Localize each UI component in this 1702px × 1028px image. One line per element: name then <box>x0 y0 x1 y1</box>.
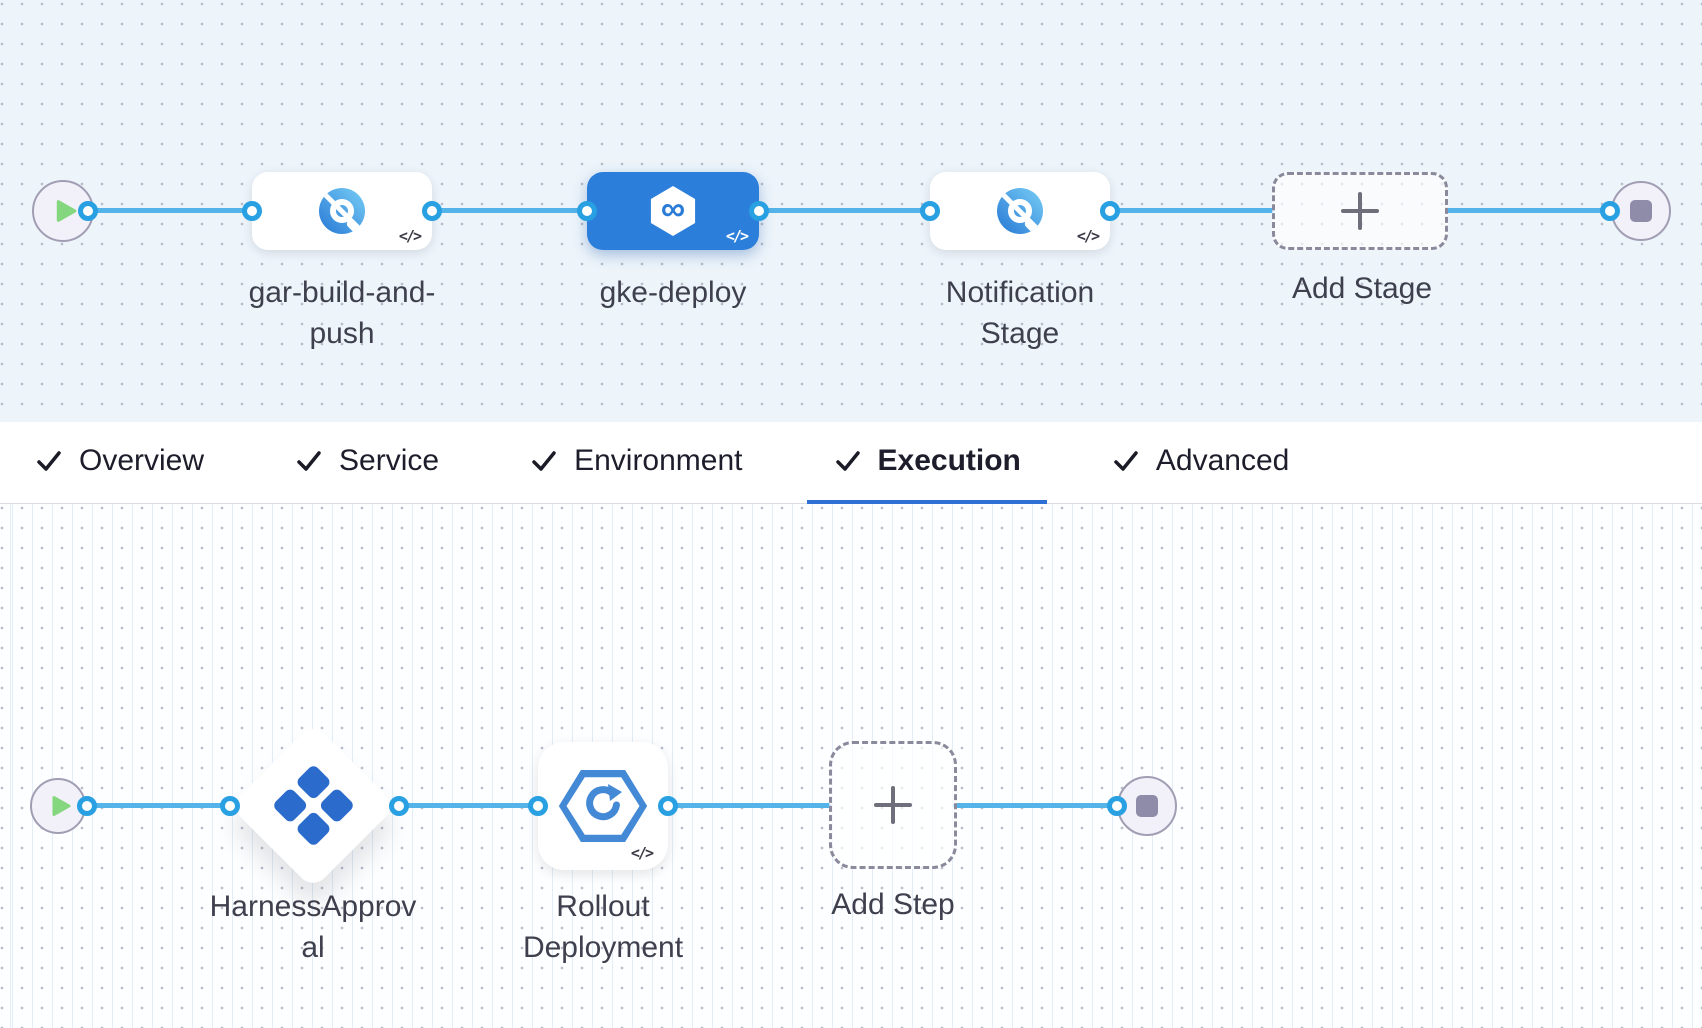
circular-arrow-icon <box>586 784 622 821</box>
connector-port[interactable] <box>920 201 940 221</box>
execution-canvas[interactable]: </> HarnessApproval Rollout Deployment A… <box>0 504 1702 1028</box>
stage-label: Notification Stage <box>945 276 1095 350</box>
connector-port[interactable] <box>658 796 678 816</box>
yaml-code-icon: </> <box>1076 227 1100 245</box>
stage-label: gke-deploy <box>599 276 747 309</box>
connector-port[interactable] <box>220 796 240 816</box>
connector-port[interactable] <box>389 796 409 816</box>
tab-execution[interactable]: Execution <box>806 422 1047 504</box>
tab-overview[interactable]: Overview <box>8 422 230 504</box>
yaml-code-icon: </> <box>398 227 422 245</box>
add-stage-button[interactable] <box>1272 172 1448 250</box>
stop-icon <box>1630 200 1652 222</box>
tab-label: Overview <box>79 444 205 477</box>
tab-label: Environment <box>574 444 743 477</box>
tab-label: Execution <box>877 444 1021 477</box>
check-icon <box>1114 451 1138 471</box>
cd-stage-icon: ∞ <box>650 186 696 236</box>
play-icon <box>52 796 70 816</box>
connector-port[interactable] <box>77 796 97 816</box>
infinity-icon: ∞ <box>660 190 686 228</box>
connector-port[interactable] <box>1100 201 1120 221</box>
yaml-code-icon: </> <box>630 844 654 862</box>
pipeline-end-node <box>1611 181 1671 241</box>
tab-label: Advanced <box>1155 444 1290 477</box>
step-card-rollout-deployment[interactable]: </> <box>538 742 668 870</box>
check-icon <box>835 451 860 471</box>
stage-card-notification-stage[interactable]: </> <box>930 172 1110 250</box>
connector-port[interactable] <box>577 201 597 221</box>
tab-service[interactable]: Service <box>268 422 465 504</box>
add-stage-label: Add Stage <box>1291 272 1433 305</box>
step-label: HarnessApproval <box>209 890 417 964</box>
stage-config-tabs: Overview Service Environment Execution A… <box>0 422 1702 504</box>
connector-line <box>953 803 1117 808</box>
stage-card-gar-build-and-push[interactable]: </> <box>252 172 432 250</box>
connector-line <box>668 803 831 808</box>
add-step-label: Add Step <box>831 888 955 921</box>
connector-line <box>399 803 538 808</box>
stop-icon <box>1136 795 1158 817</box>
ci-stage-icon <box>997 188 1043 234</box>
connector-port[interactable] <box>1107 796 1127 816</box>
step-label: Rollout Deployment <box>522 890 684 964</box>
add-step-button[interactable] <box>829 741 957 869</box>
tab-environment[interactable]: Environment <box>503 422 768 504</box>
plus-icon <box>874 786 912 824</box>
check-icon <box>297 451 321 471</box>
stage-canvas[interactable]: </> ∞ </> </> gar-build-and-push gke-dep… <box>0 0 1702 422</box>
stage-label: gar-build-and-push <box>248 276 436 350</box>
connector-port[interactable] <box>1600 201 1620 221</box>
yaml-code-icon: </> <box>725 227 749 245</box>
tab-label: Service <box>339 444 440 477</box>
connector-line <box>88 208 252 213</box>
connector-port[interactable] <box>749 201 769 221</box>
check-icon <box>37 451 61 471</box>
connector-port[interactable] <box>242 201 262 221</box>
play-icon <box>56 200 76 222</box>
connector-line <box>432 208 587 213</box>
connector-line <box>87 803 230 808</box>
connector-line <box>1446 208 1611 213</box>
execution-end-node <box>1117 776 1177 836</box>
check-icon <box>532 451 556 471</box>
connector-port[interactable] <box>78 201 98 221</box>
tab-advanced[interactable]: Advanced <box>1085 422 1315 504</box>
ci-stage-icon <box>319 188 365 234</box>
connector-port[interactable] <box>422 201 442 221</box>
connector-port[interactable] <box>528 796 548 816</box>
plus-icon <box>1341 192 1379 230</box>
connector-line <box>759 208 930 213</box>
connector-line <box>1110 208 1274 213</box>
stage-card-gke-deploy[interactable]: ∞ </> <box>587 172 759 250</box>
gke-rollout-icon <box>557 766 649 846</box>
